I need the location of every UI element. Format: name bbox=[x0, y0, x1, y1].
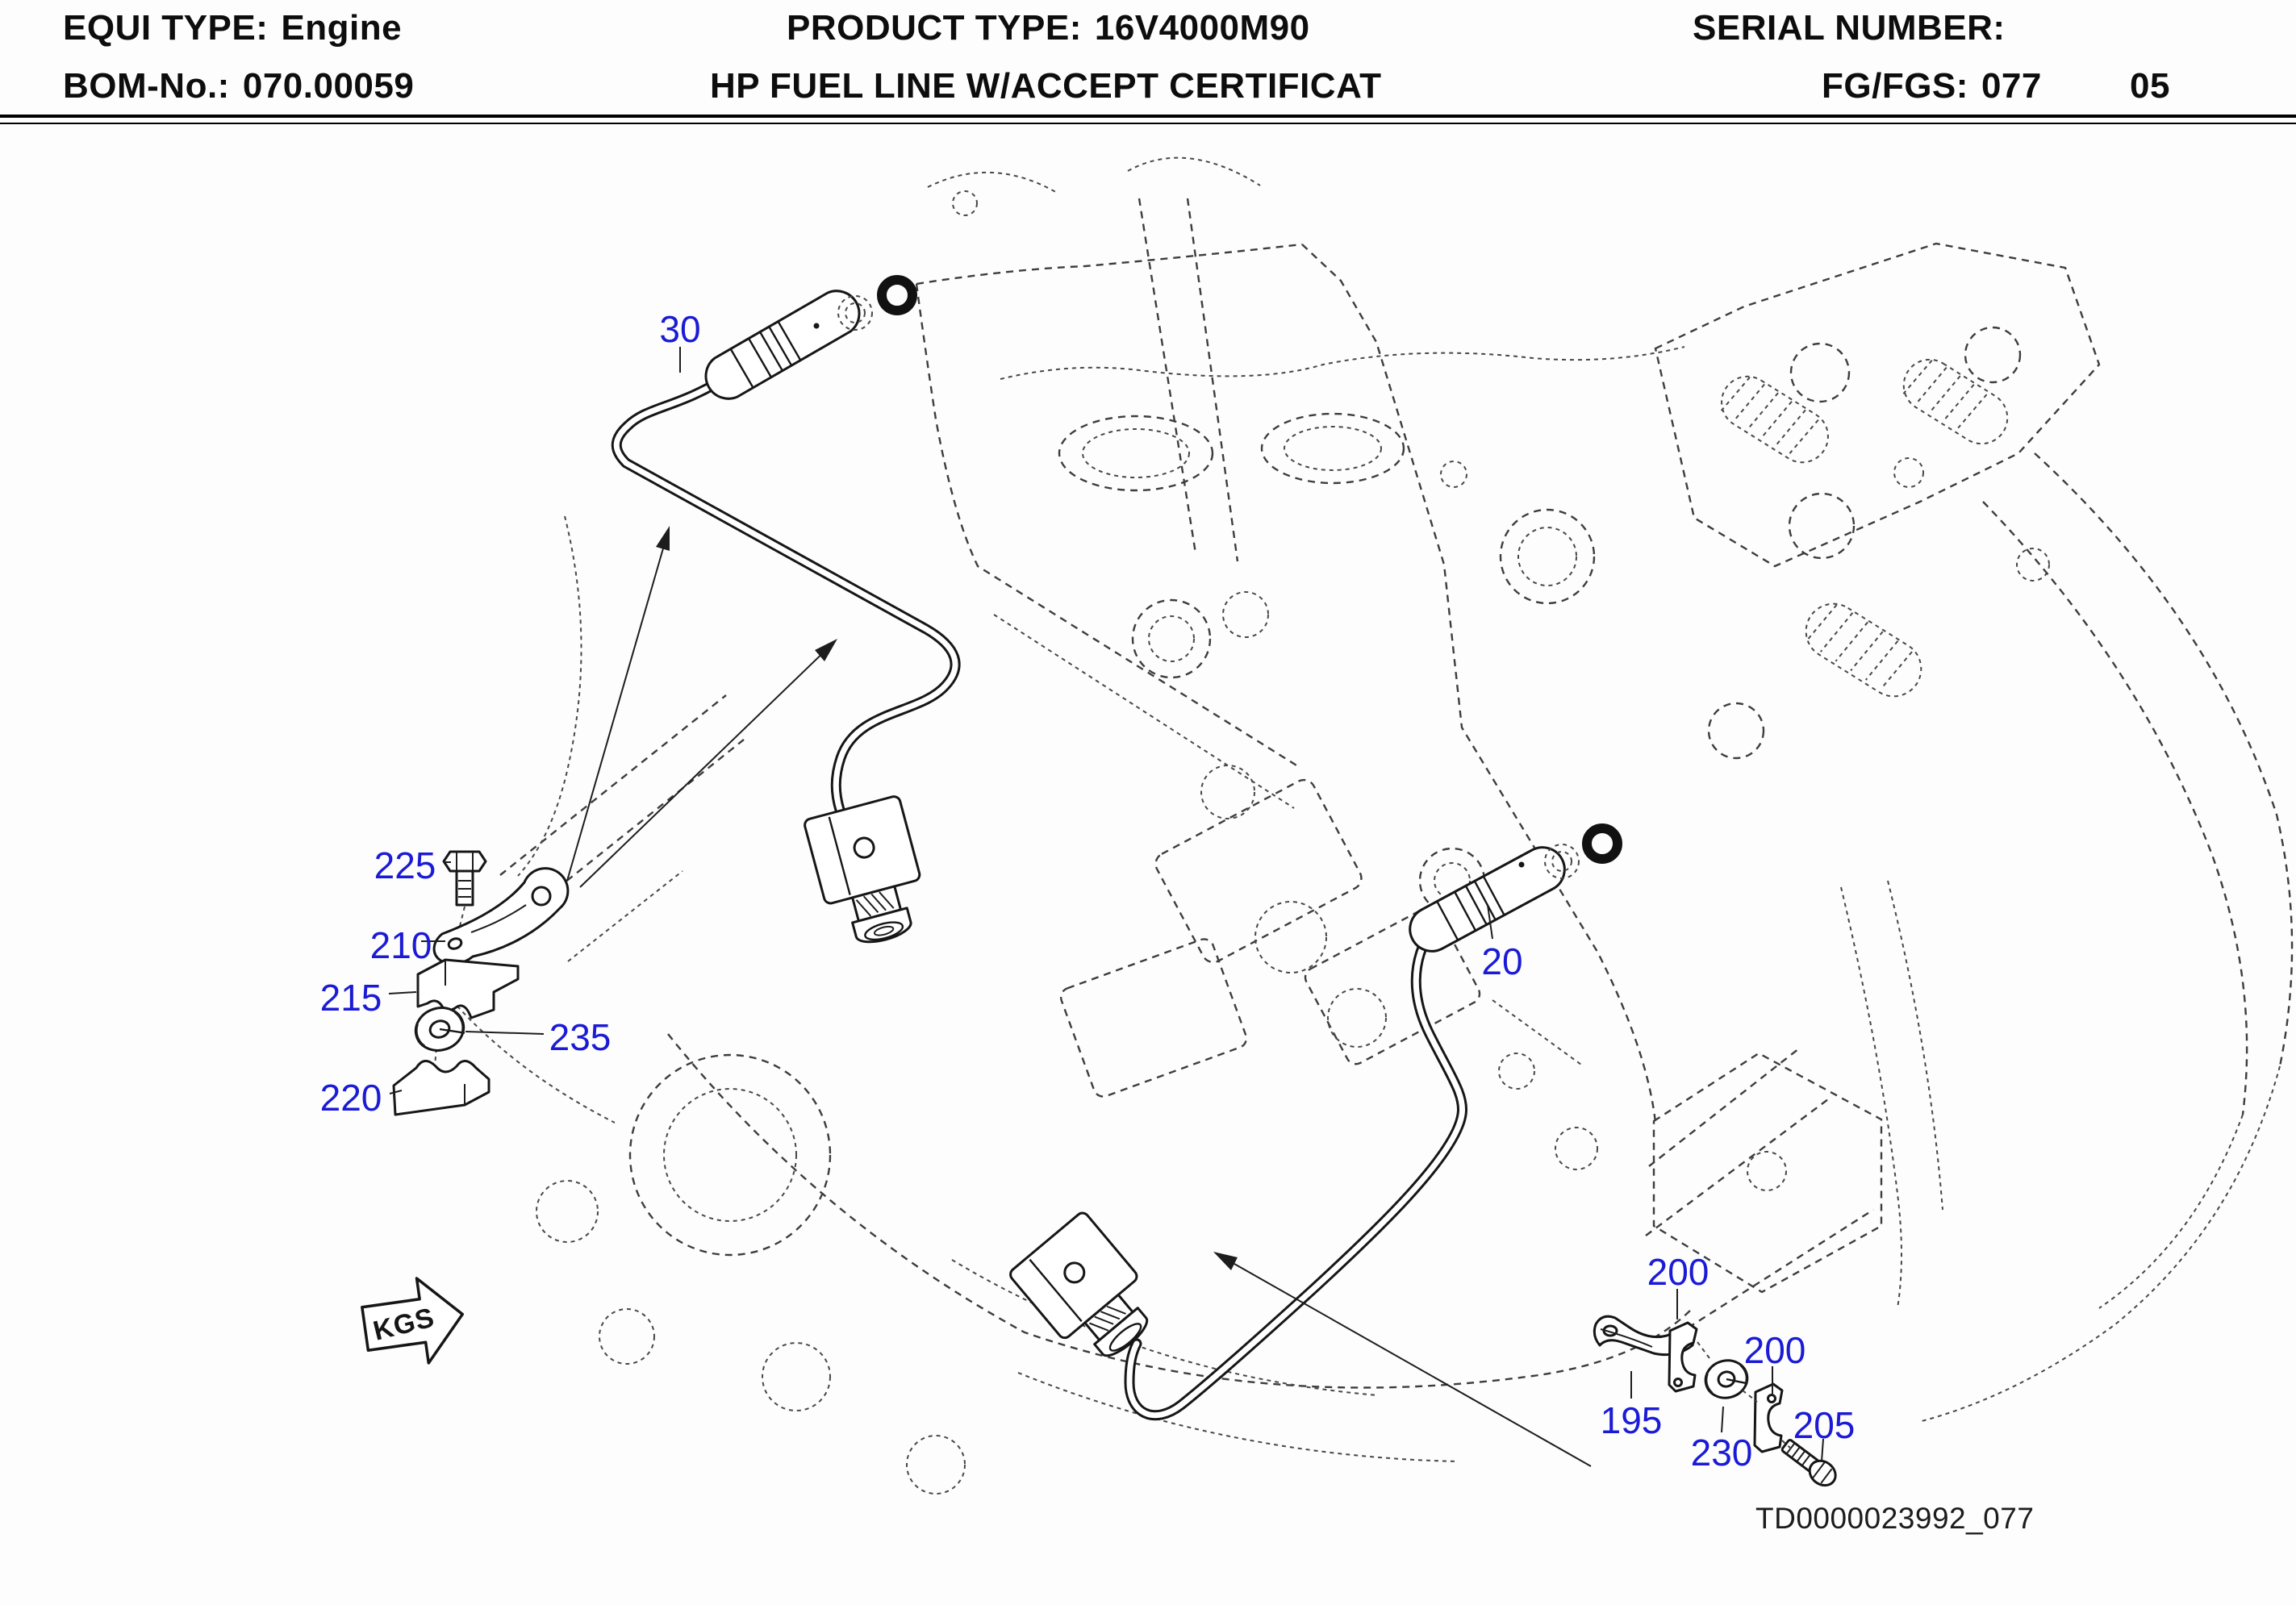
bom-number-label: BOM-No.: bbox=[63, 66, 230, 106]
callout-210[interactable]: 210 bbox=[369, 924, 432, 966]
callout-215[interactable]: 215 bbox=[319, 977, 382, 1019]
callout-30[interactable]: 30 bbox=[659, 308, 701, 350]
product-type-value: 16V4000M90 bbox=[1094, 8, 1310, 48]
equi-type-label: EQUI TYPE: bbox=[63, 8, 269, 48]
snap-ring-20 bbox=[1544, 844, 1580, 879]
page-title: HP FUEL LINE W/ACCEPT CERTIFICAT bbox=[710, 66, 1382, 106]
fg-fgs-label: FG/FGS: bbox=[1822, 66, 1968, 106]
bolt-205 bbox=[1780, 1439, 1837, 1487]
snap-ring-30 bbox=[837, 295, 873, 331]
annotation-arrows bbox=[566, 526, 1592, 1467]
clamp-arm-210 bbox=[432, 867, 570, 965]
fg-fgs-value: 077 bbox=[1981, 66, 2042, 106]
clamp-half-220 bbox=[392, 1060, 491, 1116]
o-ring-20 bbox=[1582, 823, 1622, 864]
equi-type-field: EQUI TYPE: Engine bbox=[63, 8, 402, 48]
bolt-225 bbox=[442, 850, 487, 907]
callout-195[interactable]: 195 bbox=[1600, 1399, 1663, 1441]
grommet-235 bbox=[414, 1007, 465, 1052]
bom-number-value: 070.00059 bbox=[242, 66, 415, 106]
callout-200-first[interactable]: 200 bbox=[1647, 1251, 1709, 1293]
clamp-half-215 bbox=[416, 958, 520, 1019]
serial-number-label: SERIAL NUMBER: bbox=[1693, 8, 2006, 48]
union-sleeve-30 bbox=[704, 290, 861, 400]
fitting-block-20 bbox=[1009, 1211, 1149, 1357]
engine-line-art bbox=[451, 156, 2294, 1495]
fg-fgs-revision: 05 bbox=[2130, 66, 2170, 106]
bom-number-field: BOM-No.: 070.00059 bbox=[63, 66, 414, 106]
o-ring-30 bbox=[877, 275, 917, 315]
callout-20[interactable]: 20 bbox=[1481, 940, 1523, 982]
equi-type-value: Engine bbox=[281, 8, 403, 48]
injection-pump-springs bbox=[1720, 358, 2009, 698]
header-divider bbox=[0, 115, 2296, 124]
fg-fgs-field: FG/FGS: 077 bbox=[1822, 66, 2042, 106]
product-type-field: PRODUCT TYPE: 16V4000M90 bbox=[787, 8, 1310, 48]
clamp-half-200-lower bbox=[1753, 1382, 1784, 1453]
callout-200-second[interactable]: 200 bbox=[1743, 1329, 1806, 1371]
grommet-230 bbox=[1704, 1359, 1749, 1399]
serial-number-field: SERIAL NUMBER: bbox=[1693, 8, 2018, 48]
callout-235[interactable]: 235 bbox=[549, 1016, 612, 1058]
callout-230[interactable]: 230 bbox=[1690, 1432, 1753, 1474]
callout-205[interactable]: 205 bbox=[1793, 1404, 1856, 1446]
callout-225[interactable]: 225 bbox=[374, 844, 436, 886]
union-sleeve-20 bbox=[1409, 846, 1566, 953]
callout-220[interactable]: 220 bbox=[319, 1077, 382, 1119]
clamp-half-200-upper bbox=[1668, 1321, 1698, 1393]
kgs-arrow-icon bbox=[361, 1277, 465, 1365]
product-type-label: PRODUCT TYPE: bbox=[787, 8, 1082, 48]
fitting-block-30 bbox=[804, 795, 921, 944]
drawing-id: TD0000023992_077 bbox=[1755, 1502, 2035, 1535]
fuel-line-30 bbox=[611, 275, 961, 944]
clamp-cluster-left bbox=[392, 850, 570, 1116]
fuel-line-20 bbox=[1009, 823, 1622, 1421]
callout-leader-lines bbox=[388, 347, 1824, 1462]
kgs-stamp: KGS bbox=[361, 1277, 465, 1365]
clamp-cluster-right bbox=[1593, 1315, 1837, 1487]
